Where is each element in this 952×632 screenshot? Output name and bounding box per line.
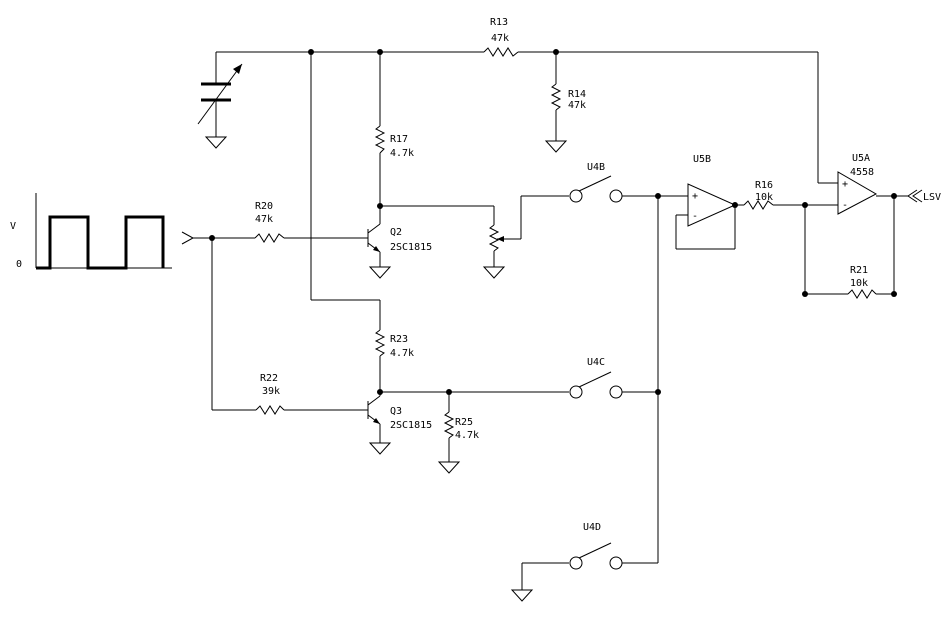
u5b-plus: + <box>692 191 698 202</box>
ground-icon <box>204 136 228 149</box>
r17-resistor <box>374 52 386 206</box>
r13-ref: R13 <box>490 17 508 28</box>
ground-icon <box>368 266 392 279</box>
ground-icon <box>437 461 461 474</box>
wave-low-label: 0 <box>16 259 22 270</box>
r14-resistor <box>550 52 562 141</box>
u5a-opamp <box>837 171 908 215</box>
r17-ref: R17 <box>390 134 408 145</box>
u5a-plus: + <box>842 179 848 190</box>
q2-ref: Q2 <box>390 227 402 238</box>
u5b-opamp <box>675 183 737 250</box>
u4c-ref: U4C <box>587 357 605 368</box>
r13-value: 47k <box>491 33 509 44</box>
potentiometer <box>380 195 569 267</box>
top-rail <box>216 47 838 184</box>
r22-ref: R22 <box>260 373 278 384</box>
r20-resistor <box>254 233 368 243</box>
r23-ref: R23 <box>390 334 408 345</box>
r25-ref: R25 <box>455 417 473 428</box>
r25-value: 4.7k <box>455 430 479 441</box>
u5a-ref: U5A <box>852 153 870 164</box>
r23-value: 4.7k <box>390 348 414 359</box>
ground-icon <box>482 266 506 279</box>
ground-icon <box>368 442 392 455</box>
r21-ref: R21 <box>850 265 868 276</box>
switch-output-bus <box>657 195 688 563</box>
u4c-switch <box>569 371 658 399</box>
ground-icon <box>544 140 568 153</box>
output-terminal <box>907 189 923 203</box>
u4d-switch <box>521 542 658 590</box>
left-rail <box>310 52 381 330</box>
r16-resistor <box>735 200 838 210</box>
u5b-minus: - <box>692 211 698 222</box>
r14-ref: R14 <box>568 89 586 100</box>
r16-ref: R16 <box>755 180 773 191</box>
q2-part: 2SC1815 <box>390 242 432 253</box>
u4b-switch <box>569 175 658 203</box>
input-terminal <box>181 231 255 245</box>
u5b-ref: U5B <box>693 154 711 165</box>
square-wave-graphic: V 0 <box>10 193 172 270</box>
q2-transistor <box>367 206 381 267</box>
q3-transistor <box>367 392 381 443</box>
ground-icon <box>510 589 534 602</box>
u5a-part: 4558 <box>850 167 874 178</box>
r22-value: 39k <box>262 386 280 397</box>
q3-part: 2SC1815 <box>390 420 432 431</box>
wave-high-label: V <box>10 221 16 232</box>
u4d-ref: U4D <box>583 522 601 533</box>
r14-value: 47k <box>568 100 586 111</box>
u4b-ref: U4B <box>587 162 605 173</box>
r21-value: 10k <box>850 278 868 289</box>
r17-value: 4.7k <box>390 148 414 159</box>
r23-resistor <box>374 329 386 392</box>
u5a-minus: - <box>842 200 848 211</box>
q3-ref: Q3 <box>390 406 402 417</box>
r20-value: 47k <box>255 214 273 225</box>
r16-value: 10k <box>755 192 773 203</box>
r25-resistor <box>380 391 569 462</box>
output-label: LSV <box>923 192 941 203</box>
variable-capacitor <box>197 52 243 137</box>
r22-resistor <box>211 238 368 415</box>
r20-ref: R20 <box>255 201 273 212</box>
